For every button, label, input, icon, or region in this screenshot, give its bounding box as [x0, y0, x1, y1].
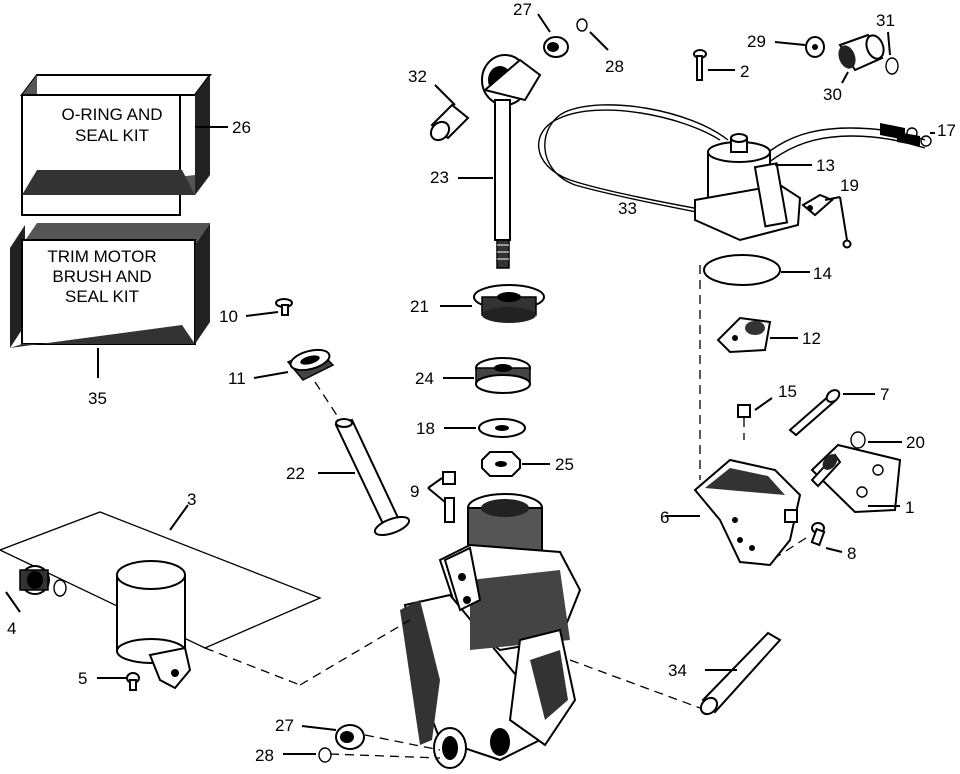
tilt-rod-23	[481, 54, 542, 269]
connector-30	[838, 33, 885, 72]
cap-11	[286, 348, 335, 381]
callout-12: 12	[802, 329, 821, 348]
pump-body-6	[693, 458, 802, 567]
ring-31	[885, 57, 899, 75]
callout-15: 15	[778, 382, 797, 401]
ring-28-bottom	[318, 747, 332, 763]
callout-2: 2	[740, 62, 749, 81]
callout-6: 6	[660, 508, 669, 527]
callout-33: 33	[618, 199, 637, 218]
part-12	[716, 316, 772, 354]
callout-5: 5	[78, 669, 87, 688]
nut-25	[481, 451, 521, 477]
fittings-9	[442, 471, 456, 523]
pin-34	[699, 631, 782, 716]
callout-20: 20	[906, 433, 925, 452]
callout-14: 14	[813, 264, 832, 283]
callout-27-top: 27	[513, 0, 532, 19]
kit-box-35: TRIM MOTOR BRUSH AND SEAL KIT	[10, 223, 210, 348]
callout-11: 11	[228, 369, 246, 388]
grommet-29	[805, 36, 825, 58]
callout-34: 34	[668, 661, 687, 680]
o-ring-14	[703, 254, 781, 286]
cap-21	[473, 284, 545, 323]
callout-32: 32	[408, 67, 427, 86]
callout-13: 13	[816, 156, 835, 175]
callout-17: 17	[937, 121, 956, 140]
kit-35-line-1: TRIM MOTOR	[47, 247, 156, 266]
callout-8: 8	[847, 544, 856, 563]
bolt-7	[788, 389, 841, 437]
callout-1: 1	[905, 498, 914, 517]
kit-26-line-2: SEAL KIT	[75, 126, 149, 145]
callout-9: 9	[410, 482, 419, 501]
screw-10	[275, 298, 293, 316]
bushing-27-top	[543, 36, 569, 58]
bushing-27-bottom	[335, 724, 365, 750]
kit-35-line-2: BRUSH AND	[52, 267, 151, 286]
callout-35: 35	[88, 389, 107, 408]
callout-27-bottom: 27	[275, 716, 294, 735]
clip-19	[801, 193, 852, 249]
callout-31: 31	[876, 11, 895, 30]
kit-35-line-3: SEAL KIT	[65, 287, 139, 306]
pin-32	[429, 103, 470, 142]
callout-23: 23	[430, 168, 449, 187]
callout-3: 3	[187, 490, 196, 509]
plug-15	[737, 404, 751, 418]
tube-22	[334, 418, 411, 537]
callout-26: 26	[232, 118, 251, 137]
trim-motor-13	[694, 133, 802, 242]
washer-18	[478, 418, 526, 438]
callout-29: 29	[747, 32, 766, 51]
screw-5	[126, 672, 140, 691]
callout-4: 4	[7, 619, 16, 638]
reservoir-3	[0, 511, 322, 690]
callout-30: 30	[823, 85, 842, 104]
callout-21: 21	[410, 297, 429, 316]
callout-18: 18	[416, 419, 435, 438]
ring-28-top	[576, 18, 588, 32]
callout-19: 19	[840, 176, 859, 195]
terminals-17	[880, 123, 932, 147]
kit-box-26: O-RING AND SEAL KIT	[20, 74, 212, 216]
callout-25: 25	[555, 455, 574, 474]
gasket-1	[810, 443, 902, 514]
callout-7: 7	[880, 385, 889, 404]
screw-8	[810, 522, 826, 547]
kit-26-line-1: O-RING AND	[61, 105, 162, 124]
ring-20	[850, 431, 866, 449]
callout-22: 22	[286, 464, 305, 483]
piston-24	[475, 357, 531, 394]
callout-28-top: 28	[605, 57, 624, 76]
callout-24: 24	[415, 369, 434, 388]
screw-2	[693, 49, 707, 81]
plug-4	[19, 565, 67, 597]
callout-10: 10	[219, 307, 238, 326]
callout-28-bottom: 28	[255, 746, 274, 765]
trim-cylinder-housing	[400, 493, 582, 769]
